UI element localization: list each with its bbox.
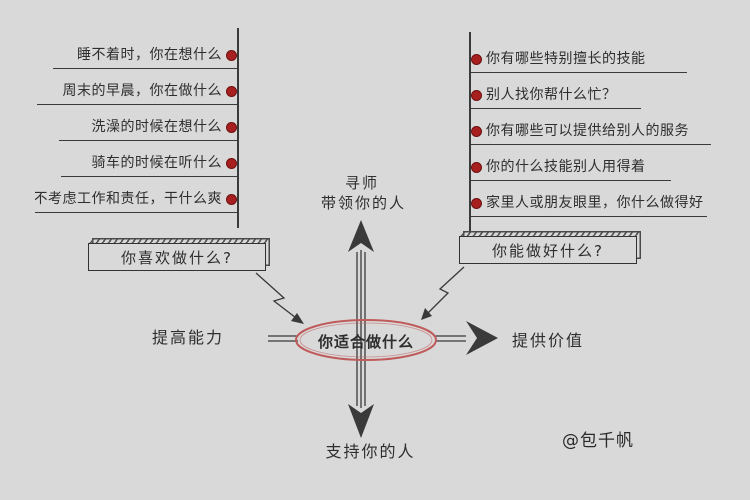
list-item: 你有哪些特别擅长的技能 [471, 50, 687, 73]
list-item: 别人找你帮什么忙？ [471, 86, 641, 109]
author-signature: @包千帆 [562, 431, 634, 451]
question-text: 不考虑工作和责任，干什么爽 [35, 191, 222, 207]
direction-top-label-line2: 带领你的人 [320, 194, 406, 212]
down-arrowhead-icon [348, 404, 374, 438]
center-oval [295, 319, 437, 361]
box-label: 你喜欢做什么? [121, 248, 233, 267]
bullet-dot-icon [226, 86, 237, 97]
list-item: 周末的早晨，你在做什么 [37, 82, 237, 105]
do-well-box: 你能做好什么? [459, 236, 637, 264]
bullet-dot-icon [471, 90, 482, 101]
direction-bottom-label: 支持你的人 [325, 442, 416, 461]
right-zigzag-arrowhead-icon [421, 308, 432, 320]
list-item: 骑车的时候在听什么 [61, 154, 237, 177]
left-list-divider-line [237, 28, 239, 228]
question-text: 周末的早晨，你在做什么 [62, 83, 222, 99]
left-zigzag-connector [255, 272, 301, 322]
bullet-dot-icon [471, 54, 482, 65]
left-question-list: 睡不着时，你在想什么 周末的早晨，你在做什么 洗澡的时候在想什么 骑车的时候在听… [35, 46, 237, 226]
bullet-dot-icon [226, 50, 237, 61]
center-topic-label: 你适合做什么 [317, 333, 414, 351]
right-zigzag-connector [425, 266, 465, 316]
direction-top-label-line1: 寻师 [344, 174, 379, 192]
question-text: 别人找你帮什么忙？ [486, 87, 617, 103]
right-list-divider-line [469, 32, 471, 232]
question-text: 你有哪些特别擅长的技能 [486, 51, 646, 67]
center-oval-inner [299, 322, 433, 358]
bullet-dot-icon [226, 158, 237, 169]
left-zigzag-arrowhead-icon [291, 313, 304, 324]
list-item: 睡不着时，你在想什么 [53, 46, 237, 69]
question-text: 骑车的时候在听什么 [91, 155, 222, 171]
bullet-dot-icon [226, 194, 237, 205]
question-text: 睡不着时，你在想什么 [77, 47, 222, 63]
list-item: 洗澡的时候在想什么 [59, 118, 237, 141]
list-item: 你有哪些可以提供给别人的服务 [471, 122, 711, 145]
question-text: 家里人或朋友眼里，你什么做得好 [486, 195, 704, 211]
list-item: 你的什么技能别人用得着 [471, 158, 671, 181]
like-to-do-box: 你喜欢做什么? [88, 243, 266, 271]
direction-right-label: 提供价值 [512, 331, 585, 350]
bullet-dot-icon [226, 122, 237, 133]
right-arrowhead-icon [466, 321, 498, 355]
bullet-dot-icon [471, 162, 482, 173]
question-text: 你有哪些可以提供给别人的服务 [486, 123, 689, 139]
right-question-list: 你有哪些特别擅长的技能 别人找你帮什么忙？ 你有哪些可以提供给别人的服务 你的什… [471, 50, 716, 230]
list-item: 家里人或朋友眼里，你什么做得好 [471, 194, 707, 217]
question-text: 洗澡的时候在想什么 [91, 119, 222, 135]
up-arrowhead-icon [348, 220, 374, 252]
question-text: 你的什么技能别人用得着 [486, 159, 646, 175]
box-label: 你能做好什么? [492, 241, 604, 260]
direction-left-label: 提高能力 [152, 328, 225, 347]
list-item: 不考虑工作和责任，干什么爽 [35, 190, 237, 213]
bullet-dot-icon [471, 198, 482, 209]
bullet-dot-icon [471, 126, 482, 137]
